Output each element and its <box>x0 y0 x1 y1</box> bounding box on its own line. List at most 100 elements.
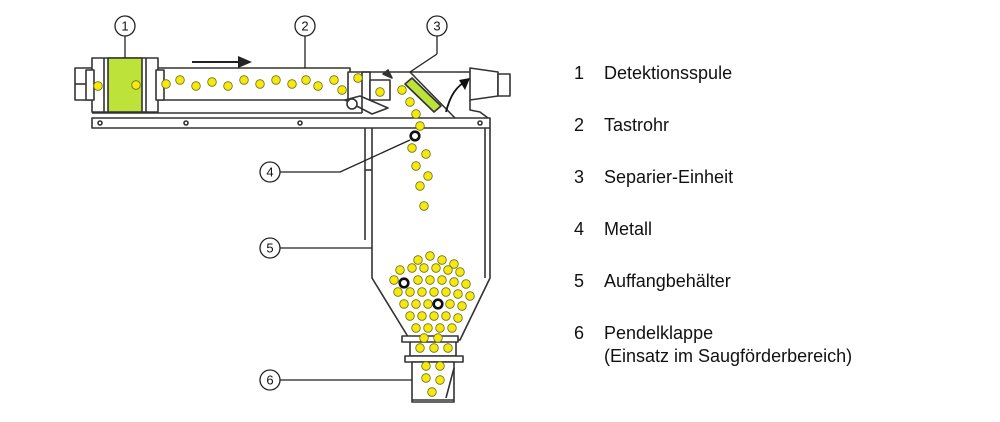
pellet <box>443 265 453 275</box>
callout-marker-5: 5 <box>259 237 281 259</box>
callout-leaders <box>124 36 438 381</box>
pellet <box>191 81 201 91</box>
legend-label: Tastrohr <box>604 115 670 135</box>
valve-mechanism <box>344 69 393 115</box>
pellet <box>405 97 415 107</box>
pellet <box>413 255 423 265</box>
pellet <box>301 75 311 85</box>
callout-marker-4: 4 <box>259 161 281 183</box>
detection-coil <box>85 57 165 113</box>
pellet <box>419 201 429 211</box>
legend-number: 4 <box>574 219 585 239</box>
callout-marker-6: 6 <box>259 369 281 391</box>
pellet <box>415 181 425 191</box>
pellet <box>93 81 103 91</box>
pellet <box>411 109 421 119</box>
pellet <box>417 311 427 321</box>
pellet <box>287 79 297 89</box>
pellet <box>453 313 463 323</box>
pellets-layer <box>93 73 475 397</box>
pellet <box>411 323 421 333</box>
pellet <box>423 323 433 333</box>
pellet <box>405 311 415 321</box>
pellet <box>223 81 233 91</box>
pellet <box>405 287 415 297</box>
pellet <box>427 387 437 397</box>
callout-number: 5 <box>266 241 273 256</box>
pellet <box>353 73 363 83</box>
pellet <box>429 287 439 297</box>
pellet <box>435 361 445 371</box>
pellet <box>457 301 467 311</box>
callout-circle <box>259 369 281 391</box>
pellet <box>433 333 443 343</box>
pellet <box>421 373 431 383</box>
pellet <box>423 299 433 309</box>
separation-unit <box>361 67 511 119</box>
pellet <box>271 75 281 85</box>
pellet <box>435 323 445 333</box>
legend-label-main: Pendelklappe <box>604 323 714 343</box>
legend-number: 2 <box>574 115 585 135</box>
pellet <box>443 343 453 353</box>
callout-number: 1 <box>121 19 128 34</box>
pellet <box>411 161 421 171</box>
pellet <box>329 75 339 85</box>
pellet <box>453 289 463 299</box>
callout-number: 4 <box>266 165 273 180</box>
legend-label: Metall <box>604 219 653 239</box>
callout-circle <box>426 15 448 37</box>
pellet <box>175 75 185 85</box>
metal-particle <box>432 298 444 310</box>
callout-marker-1: 1 <box>114 15 136 37</box>
pellet <box>421 361 431 371</box>
pellet <box>131 80 141 90</box>
legend-number: 5 <box>574 271 585 291</box>
pellet <box>313 81 323 91</box>
pellet <box>465 291 475 301</box>
legend-number: 1 <box>574 63 585 83</box>
legend-label: Detektionsspule <box>604 63 733 83</box>
pellet <box>461 279 471 289</box>
pellet <box>407 263 417 273</box>
pellet <box>435 375 445 385</box>
callout-number: 3 <box>433 19 440 34</box>
legend-label: Separier-Einheit <box>604 167 734 187</box>
callout-circle <box>294 15 316 37</box>
pellet <box>407 143 417 153</box>
callout-marker-3: 3 <box>426 15 448 37</box>
pellet <box>415 343 425 353</box>
pellet <box>437 255 447 265</box>
pellet <box>161 79 171 89</box>
pellet <box>207 77 217 87</box>
pellet <box>431 263 441 273</box>
callout-circle <box>259 237 281 259</box>
callout-marker-2: 2 <box>294 15 316 37</box>
legend-label: Pendelklappe (Einsatz im Saugförderberei… <box>604 322 852 368</box>
pellet <box>239 75 249 85</box>
base-frame <box>91 112 491 129</box>
callout-markers: 1 2 3 4 5 6 <box>114 15 448 391</box>
pellet <box>449 277 459 287</box>
pellet <box>413 275 423 285</box>
pellet <box>375 87 385 97</box>
pellet <box>445 299 455 309</box>
legend-label-sub: (Einsatz im Saugförderbereich) <box>604 346 853 366</box>
pellet <box>423 171 433 181</box>
pellet <box>419 263 429 273</box>
pellet <box>417 287 427 297</box>
legend-label: Auffangbehälter <box>604 271 731 291</box>
metal-separator-diagram: 1 2 3 4 5 6 <box>74 15 511 403</box>
callout-number: 6 <box>266 373 273 388</box>
pellet <box>449 259 459 269</box>
pellet <box>389 275 399 285</box>
pellet <box>419 333 429 343</box>
pellet <box>411 299 421 309</box>
pellet <box>393 287 403 297</box>
pellet <box>441 287 451 297</box>
pellet <box>337 85 347 95</box>
pellet <box>455 267 465 277</box>
pellet <box>415 121 425 131</box>
metal-particle <box>398 277 410 289</box>
pellet <box>447 323 457 333</box>
